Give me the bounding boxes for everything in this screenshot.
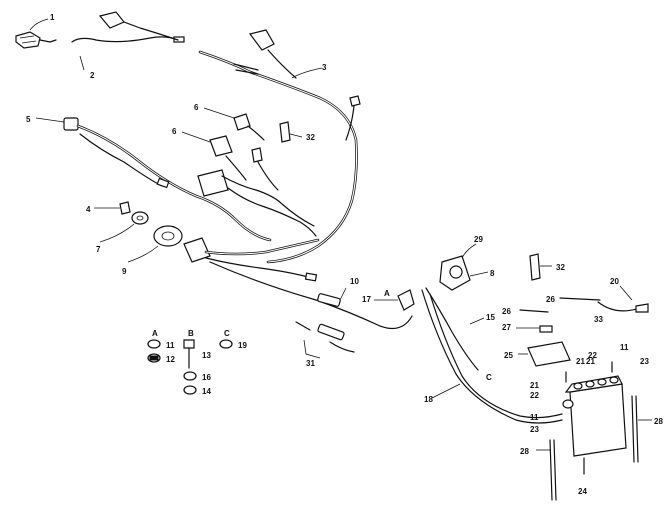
- part-15-cable: [425, 287, 485, 371]
- callout-26a: 26: [546, 295, 555, 304]
- hardware-group-c: [219, 339, 233, 349]
- callout-11b: 11: [620, 343, 629, 352]
- callout-21c: 21: [530, 381, 539, 390]
- part-control-module: [197, 169, 317, 237]
- callout-12: 12: [166, 355, 175, 364]
- part-24-battery: [562, 361, 627, 475]
- callout-17: 17: [362, 295, 371, 304]
- part-5-left-harness: [35, 117, 272, 242]
- part-25-bracket: [518, 341, 571, 367]
- callout-11c: 11: [530, 413, 539, 422]
- callout-B: B: [188, 329, 194, 338]
- callout-23b: 23: [530, 425, 539, 434]
- callout-C2: C: [486, 373, 492, 382]
- callout-11a: 11: [166, 341, 175, 350]
- callout-31: 31: [306, 359, 315, 368]
- callout-26b: 26: [502, 307, 511, 316]
- callout-4: 4: [86, 205, 91, 214]
- callout-23a: 23: [640, 357, 649, 366]
- callout-A1: A: [152, 329, 158, 338]
- callout-9: 9: [122, 267, 127, 276]
- part-28-rods: [536, 395, 652, 501]
- callout-2: 2: [90, 71, 95, 80]
- leader-1: [29, 18, 49, 31]
- callout-32b: 32: [556, 263, 565, 272]
- callout-1: 1: [50, 13, 55, 22]
- part-31-fuse: [295, 321, 355, 359]
- callout-27: 27: [502, 323, 511, 332]
- part-9-switch: [127, 225, 183, 263]
- part-7-washer: [99, 211, 149, 243]
- callout-22b: 22: [530, 391, 539, 400]
- part-2-wire-lead: [71, 36, 185, 71]
- callout-20: 20: [610, 277, 619, 286]
- callout-24: 24: [578, 487, 587, 496]
- callout-21b: 21: [586, 357, 595, 366]
- callout-6b: 6: [172, 127, 177, 136]
- callout-13: 13: [202, 351, 211, 360]
- callout-32a: 32: [306, 133, 315, 142]
- callout-5: 5: [26, 115, 31, 124]
- callout-C1: C: [224, 329, 230, 338]
- part-20-wire: [597, 285, 649, 313]
- callout-33: 33: [594, 315, 603, 324]
- callout-3: 3: [322, 63, 327, 72]
- part-connector-bundle: [183, 237, 320, 282]
- part-6-relay-lower: [181, 131, 247, 181]
- callout-19: 19: [238, 341, 247, 350]
- part-1-connector: [15, 31, 57, 49]
- callout-25: 25: [504, 351, 513, 360]
- part-4-bolt: [94, 201, 131, 215]
- callout-8: 8: [490, 269, 495, 278]
- callout-21a: 21: [576, 357, 585, 366]
- hardware-group-b: [183, 339, 197, 395]
- callout-10: 10: [350, 277, 359, 286]
- callout-14: 14: [202, 387, 211, 396]
- part-18-cable: [421, 289, 563, 424]
- callout-22a: 22: [588, 351, 597, 360]
- part-33-clip: [279, 121, 303, 143]
- part-27-nut: [516, 325, 553, 333]
- part-bracket: [251, 147, 279, 191]
- callout-6a: 6: [194, 103, 199, 112]
- callout-15: 15: [486, 313, 495, 322]
- part-29-solenoid: [439, 243, 489, 291]
- callout-28b: 28: [654, 417, 663, 426]
- part-10-cable: [209, 261, 413, 329]
- part-32-strap: [529, 253, 552, 281]
- part-6-relay-upper: [203, 107, 265, 141]
- callout-16: 16: [202, 373, 211, 382]
- callout-28a: 28: [520, 447, 529, 456]
- callout-A2: A: [384, 289, 390, 298]
- part-3-main-harness: [98, 11, 361, 264]
- part-26-bolt: [519, 297, 601, 313]
- callout-29: 29: [474, 235, 483, 244]
- part-17-boot: [374, 289, 415, 311]
- hardware-group-a: [147, 339, 161, 363]
- callout-labels: 1 2 3 4 5 6 6 7 8 9 10 11 11 11 12 13 14…: [26, 13, 663, 496]
- callout-18: 18: [424, 395, 433, 404]
- callout-7: 7: [96, 245, 101, 254]
